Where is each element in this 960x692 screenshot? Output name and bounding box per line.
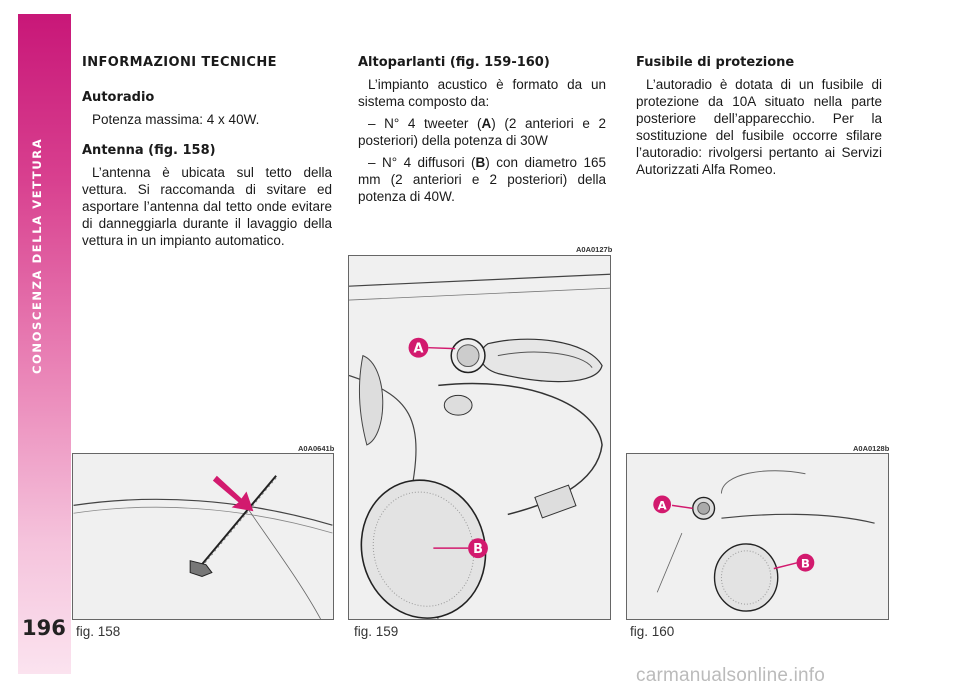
column-speakers: Altoparlanti (fig. 159-160) L’impianto a… [358,54,606,210]
autoradio-heading: Autoradio [82,90,155,105]
door-illustration: A B [349,273,610,619]
fig160-label-b: B [801,557,810,571]
figure-158-antenna [72,453,334,620]
column-fuse: Fusibile di protezione L’autoradio è dot… [636,54,882,183]
speakers-intro: L’impianto acustico è formato da un sist… [358,77,606,109]
figure-159-door: A B [348,255,611,620]
antenna-illustration [73,475,333,619]
speakers-item-woofer: – N° 4 diffusori (B) con diametro 165 mm… [358,154,606,205]
fig158-caption: fig. 158 [76,624,121,639]
fig160-code: A0A0128b [853,444,890,453]
speakers-heading: Altoparlanti (fig. 159-160) [358,55,550,70]
site-watermark: carmanualsonline.info [636,665,826,686]
section-title: CONOSCENZA DELLA VETTURA [30,137,44,374]
fig159-caption: fig. 159 [354,624,399,639]
antenna-fig-ref: fig. 158 [154,143,210,158]
fuse-text: L’autoradio è dotata di un fusibile di p… [636,77,882,177]
fig160-caption: fig. 160 [630,624,675,639]
fig159-label-a: A [413,342,423,357]
antenna-heading: Antenna (fig. 158) [82,143,216,158]
item-text: ) (2 anteriori e 2 posteriori) della pot… [358,116,607,148]
antenna-title: Antenna [82,143,144,158]
item-text: – N° 4 diffusori ( [368,155,476,170]
fuse-heading: Fusibile di protezione [636,55,795,70]
item-text: – N° 4 tweeter ( [368,116,482,131]
autoradio-text: Potenza massima: 4 x 40W. [92,112,260,127]
page-number: 196 [22,616,66,640]
fig158-code: A0A0641b [298,444,335,453]
speakers-item-tweeter: – N° 4 tweeter (A) (2 anteriori e 2 post… [358,115,606,149]
rear-panel-illustration: A B [653,470,875,612]
fig159-code: A0A0127b [576,245,613,254]
speakers-fig-ref: fig. 159-160 [455,55,544,70]
item-letter: A [481,116,492,131]
section-sidebar: CONOSCENZA DELLA VETTURA [18,14,71,674]
figure-160-rear-panel: A B [626,453,889,620]
antenna-text: L’antenna è ubicata sul tetto della vett… [82,165,332,248]
fig159-label-b: B [473,542,483,557]
column-technical-info: INFORMAZIONI TECNICHE Autoradio Potenza … [82,54,332,254]
speakers-title: Altoparlanti [358,55,446,70]
section-heading: INFORMAZIONI TECNICHE [82,55,277,70]
fig160-label-a: A [658,498,668,512]
item-letter: B [475,155,486,170]
item-text: ) con diametro 165 mm (2 anteriori e 2 p… [358,155,606,204]
